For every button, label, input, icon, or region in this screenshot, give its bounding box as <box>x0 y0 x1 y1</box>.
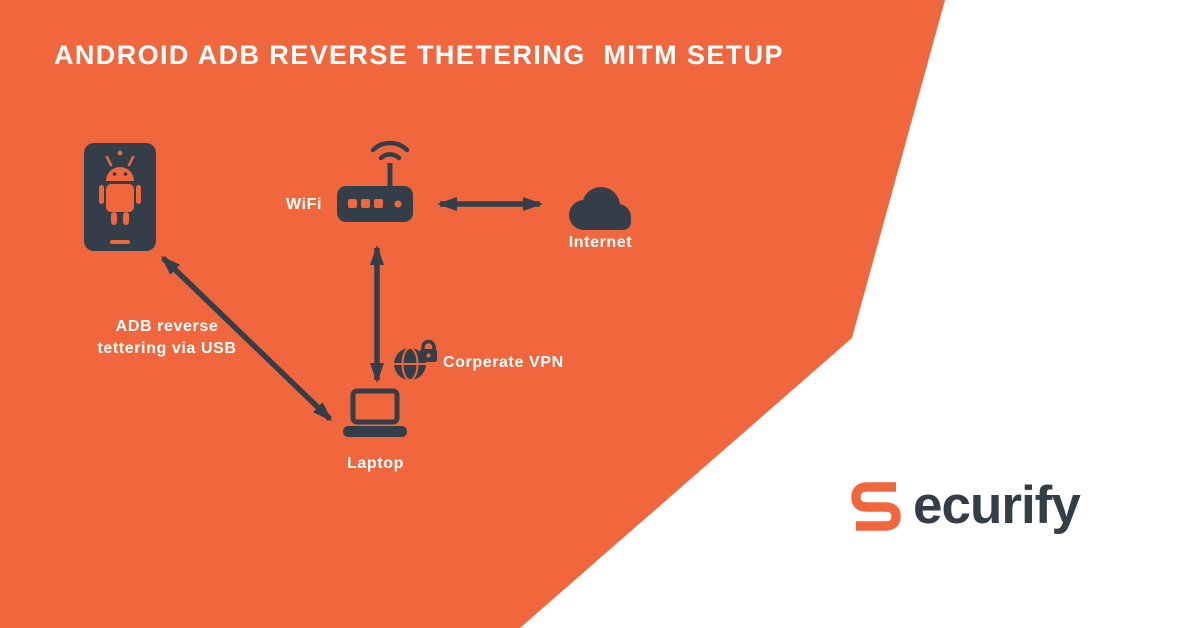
securify-logo: ecurify <box>846 476 1081 536</box>
securify-wordmark: ecurify <box>913 476 1081 535</box>
page-title: ANDROID ADB REVERSE THETERING MITM SETUP <box>54 40 784 70</box>
internet-label: Internet <box>568 234 633 251</box>
laptop-icon <box>343 388 407 437</box>
internet-cloud-icon <box>569 187 631 230</box>
vpn-globe-lock-icon <box>394 339 437 381</box>
securify-s-icon <box>851 482 901 531</box>
laptop-label: Laptop <box>347 455 404 472</box>
android-phone-icon <box>84 143 156 251</box>
adb-label-line2: tettering via USB <box>97 340 237 357</box>
wifi-label: WiFi <box>285 196 322 213</box>
arrow-phone-laptop <box>160 255 333 422</box>
wifi-router-icon <box>337 140 413 222</box>
adb-label-line1: ADB reverse <box>115 318 219 335</box>
corporate-vpn-label: Corperate VPN <box>443 354 564 371</box>
adb-reverse-tethering-label: ADB reverse tettering via USB <box>92 316 242 360</box>
